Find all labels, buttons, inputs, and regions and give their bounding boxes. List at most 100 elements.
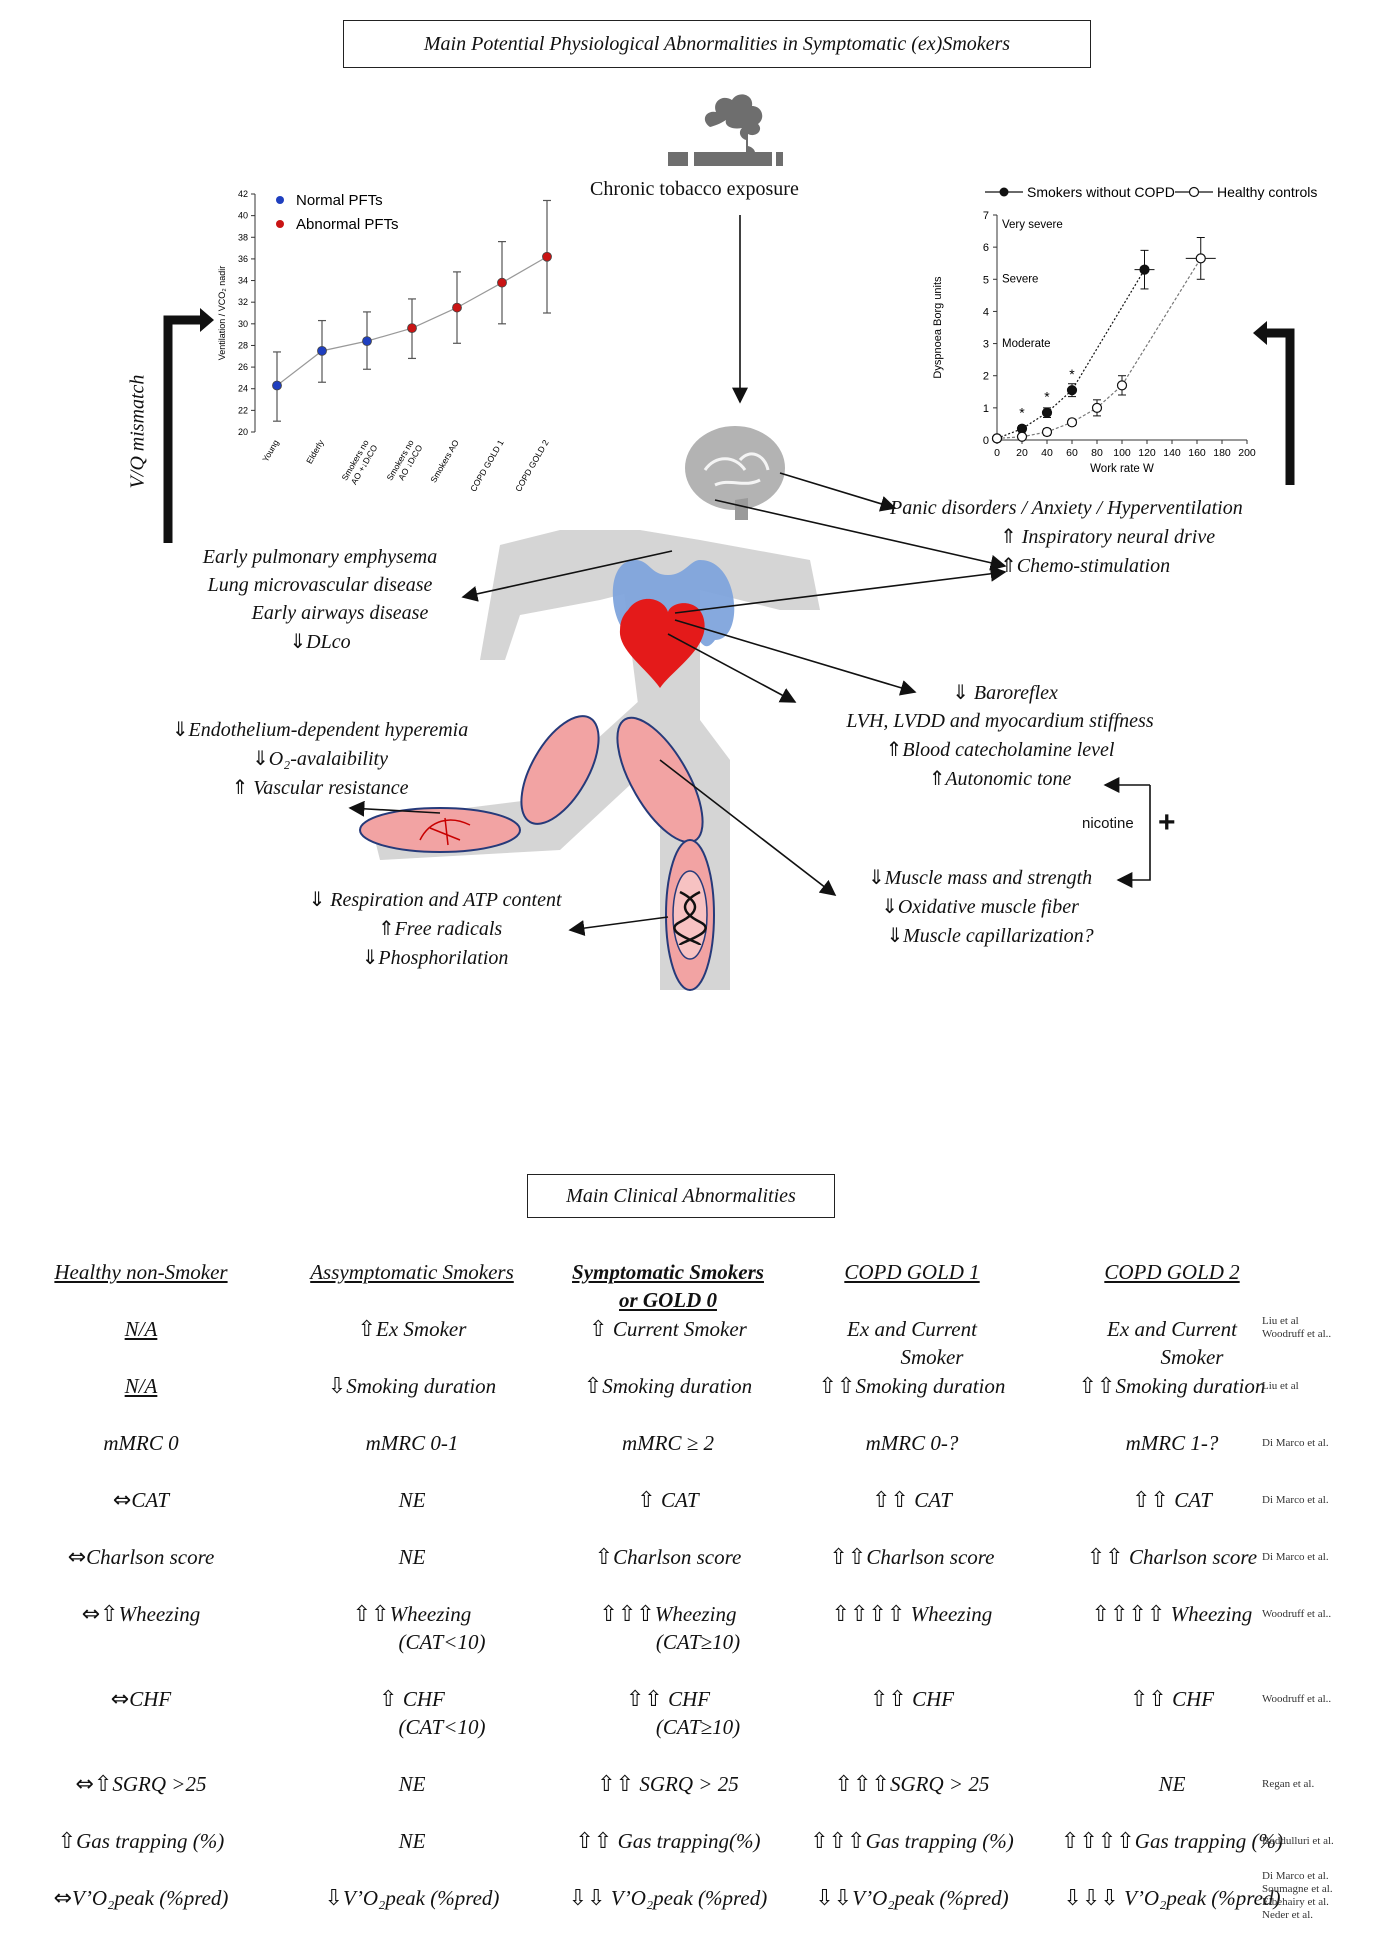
- data-point: [407, 323, 417, 334]
- muscle-effect-1: Muscle mass and strength: [884, 867, 1093, 889]
- reference-line: Di Marco et al.: [1262, 1551, 1329, 1563]
- table-cell: ⇔⇧Wheezing: [0, 1600, 291, 1629]
- trend-arrow-icon: ⇩: [327, 1374, 347, 1399]
- heart-effects: ⇓ Baroreflex LVH, LVDD and myocardium st…: [790, 678, 1210, 793]
- x-tick-label: 120: [1138, 447, 1156, 459]
- table-cell: ⇔Charlson score: [0, 1543, 291, 1572]
- data-point: [1116, 380, 1128, 391]
- trend-arrow-icon: ⇩⇩: [568, 1886, 606, 1911]
- legend-abnormal: Abnormal PFTs: [296, 216, 399, 233]
- trend-arrow-icon: ⇧: [57, 1829, 77, 1854]
- trend-arrow-icon: ⇩⇩⇩: [1063, 1886, 1119, 1911]
- mito-effect-1: Respiration and ATP content: [330, 889, 562, 911]
- cell-text: Charlson score: [86, 1545, 215, 1569]
- table-cell-line2: Smoker: [900, 1345, 964, 1369]
- x-tick-label: Smokers noAO +↓DₗCO: [339, 438, 379, 488]
- table-cell: ⇧⇧Wheezing: [262, 1600, 562, 1629]
- y-axis-label: Dyspnoea Borg units: [932, 276, 944, 379]
- table-cell-line2: (CAT≥10): [655, 1630, 741, 1654]
- table-cell: Ex and Current: [1022, 1315, 1322, 1343]
- reference-line: Neder et al.: [1262, 1909, 1313, 1921]
- trend-arrow-icon: ⇧⇧: [872, 1488, 909, 1513]
- reference-line: Woodruff et al..: [1262, 1328, 1332, 1340]
- table-cell: ⇩⇩⇩ V’O₂peak (%pred): [1022, 1884, 1322, 1913]
- table-cell: ⇧⇧Smoking duration: [762, 1372, 1062, 1401]
- reference-line: Di Marco et al.: [1262, 1870, 1329, 1882]
- x-tick-label: Elderly: [304, 437, 326, 465]
- cell-text: Ex and Current: [1107, 1317, 1237, 1341]
- x-tick-label: Smokers AO: [428, 438, 461, 485]
- y-tick-label: 2: [983, 371, 989, 383]
- data-point: [497, 277, 507, 288]
- lung-effects: Early pulmonary emphysema Lung microvasc…: [160, 543, 480, 656]
- table-cell: ⇧Gas trapping (%): [0, 1827, 291, 1856]
- cell-text: Gas trapping (%): [76, 1829, 225, 1853]
- y-tick-label: 3: [983, 339, 989, 351]
- cell-text: Smoking duration: [1115, 1374, 1266, 1398]
- data-point: [1195, 253, 1206, 264]
- table-cell: ⇧⇧ Gas trapping(%): [518, 1827, 818, 1856]
- trend-arrow-icon: ⇧⇧⇧⇧: [831, 1602, 906, 1627]
- vascular-effect-1: Endothelium-dependent hyperemia: [188, 719, 469, 741]
- y-tick-label: 5: [983, 274, 989, 286]
- reference-line: Elbehairy et al.: [1262, 1896, 1329, 1908]
- cell-text: mMRC 0: [103, 1431, 179, 1455]
- top-title: Main Potential Physiological Abnormaliti…: [423, 33, 1011, 55]
- cell-text: V’O₂peak (%pred): [1118, 1886, 1281, 1910]
- trend-arrow-icon: ⇩: [324, 1886, 344, 1911]
- table-cell: mMRC ≥ 2: [518, 1429, 818, 1457]
- trend-arrow-icon: ⇧⇧: [818, 1374, 856, 1399]
- data-point: [1066, 417, 1078, 428]
- trend-arrow-icon: ⇔: [67, 1545, 87, 1570]
- table-cell: ⇧⇧Charlson score: [762, 1543, 1062, 1572]
- table-cell: ⇧ CHF: [262, 1685, 562, 1714]
- cell-text: V’O₂peak (%pred): [852, 1886, 1009, 1910]
- mito-effect-2: Free radicals: [394, 918, 503, 940]
- y-tick-label: 22: [238, 405, 248, 415]
- significance-mark: *: [1069, 366, 1075, 382]
- table-cell: ⇧⇧⇧⇧ Wheezing: [1022, 1600, 1322, 1629]
- table-cell: ⇧⇧ CAT: [762, 1486, 1062, 1515]
- legend-smokers: Smokers without COPD: [1027, 184, 1175, 200]
- x-tick-label: 40: [1041, 447, 1053, 459]
- cell-text: CHF: [397, 1687, 445, 1711]
- vascular-effect-3: Vascular resistance: [253, 777, 409, 799]
- table-cell: ⇔CAT: [0, 1486, 291, 1515]
- trend-arrow-icon: ⇧⇧: [625, 1687, 663, 1712]
- table-cell: NE: [1022, 1770, 1322, 1798]
- table-cell: N/A: [0, 1315, 291, 1343]
- trend-arrow-icon: ⇧⇧⇧⇧: [1061, 1829, 1135, 1854]
- y-tick-label: 34: [238, 276, 248, 286]
- muscle-effect-3: Muscle capillarization?: [903, 925, 1094, 947]
- cell-text: Ex Smoker: [376, 1317, 467, 1341]
- cell-text: Wheezing: [389, 1602, 472, 1626]
- y-tick-label: 38: [238, 232, 248, 242]
- x-tick-label: 100: [1113, 447, 1131, 459]
- heart-effect-3: Blood catecholamine level: [902, 739, 1115, 761]
- cell-text: NE: [1158, 1772, 1186, 1796]
- data-point: [362, 336, 372, 347]
- data-point: [542, 251, 552, 262]
- vascular-effects: ⇓Endothelium-dependent hyperemia ⇓O₂-ava…: [171, 717, 469, 799]
- table-cell-line2: (CAT<10): [398, 1630, 486, 1654]
- x-tick-label: Smokers noAO ↓DₗCO: [384, 438, 424, 488]
- trend-arrow-icon: ⇧⇧⇧: [599, 1602, 655, 1627]
- table-cell-line2: Smoker: [1160, 1345, 1224, 1369]
- reference-citation: Regan et al.: [1262, 1778, 1314, 1791]
- cell-text: CHF: [1166, 1687, 1215, 1711]
- table-cell: ⇧⇧⇧⇧Gas trapping (%): [1022, 1827, 1322, 1856]
- trend-arrow-icon: ⇧⇧: [829, 1545, 867, 1570]
- table-cell: ⇩⇩ V’O₂peak (%pred): [518, 1884, 818, 1913]
- trend-arrow-icon: ⇧⇧: [1132, 1488, 1169, 1513]
- clinical-title-box: Main Clinical Abnormalities: [527, 1174, 835, 1218]
- cell-text: SGRQ > 25: [634, 1772, 739, 1796]
- table-cell: ⇧Ex Smoker: [262, 1315, 562, 1344]
- trend-arrow-icon: ⇧: [379, 1687, 398, 1712]
- x-tick-label: Young: [260, 438, 281, 464]
- trend-arrow-icon: ⇧: [583, 1374, 603, 1399]
- cell-text: V’O₂peak (%pred): [72, 1886, 229, 1910]
- table-cell: NE: [262, 1486, 562, 1514]
- cell-text: NE: [398, 1772, 426, 1796]
- lung-effect-2: Lung microvascular disease: [207, 574, 433, 596]
